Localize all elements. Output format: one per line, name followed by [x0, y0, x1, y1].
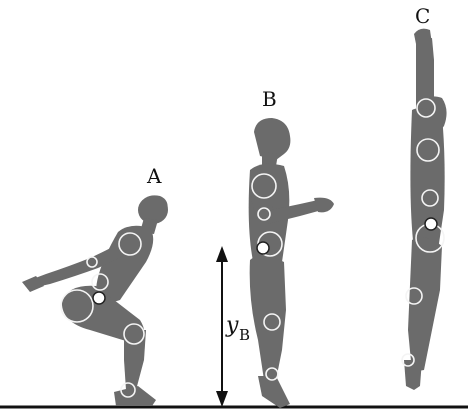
label-pose-c: C [415, 4, 430, 28]
center-of-mass-c [425, 218, 437, 230]
center-of-mass-a [93, 292, 105, 304]
height-label-symbol: y [225, 313, 239, 338]
center-of-mass-b [257, 242, 269, 254]
height-label-subscript: B [239, 326, 250, 344]
label-pose-a: A [146, 164, 162, 188]
figure-b-standing [249, 118, 334, 408]
figure-a-crouch [22, 195, 168, 406]
figure-c-extended [402, 29, 447, 390]
label-pose-b: B [262, 87, 277, 111]
